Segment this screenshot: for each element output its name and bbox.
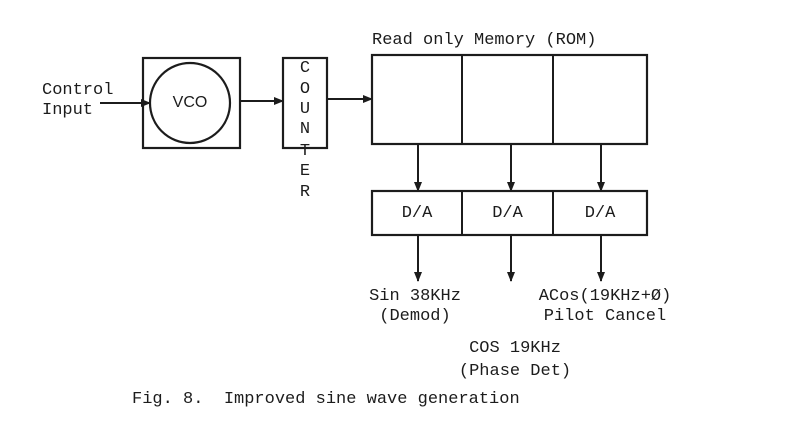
sin-output-label: Sin 38KHz: [369, 287, 461, 306]
rom-box: [370, 53, 649, 146]
cos-output-label: COS 19KHz: [469, 339, 561, 358]
acos-output-label: ACos(19KHz+Ø): [538, 287, 672, 306]
counter-letter: O: [299, 80, 311, 99]
acos-output-sublabel: Pilot Cancel: [543, 307, 667, 326]
dac-label-3: D/A: [584, 204, 616, 223]
counter-letter: E: [299, 162, 311, 181]
control-input-label-line2: Input: [42, 101, 94, 120]
counter-letter: T: [299, 142, 311, 161]
counter-letter: R: [299, 183, 311, 202]
rom-label: Read only Memory (ROM): [372, 31, 597, 50]
figure-caption: Fig. 8. Improved sine wave generation: [132, 390, 520, 409]
control-input-label-line1: Control: [42, 81, 114, 100]
sin-output-sublabel: (Demod): [379, 307, 451, 326]
counter-letter: C: [299, 59, 311, 78]
vco-label: VCO: [172, 94, 208, 111]
counter-letter: N: [299, 120, 311, 139]
cos-output-sublabel: (Phase Det): [458, 362, 572, 381]
dac-label-2: D/A: [492, 204, 523, 223]
counter-letter: U: [299, 100, 311, 119]
dac-label-1: D/A: [401, 204, 433, 223]
